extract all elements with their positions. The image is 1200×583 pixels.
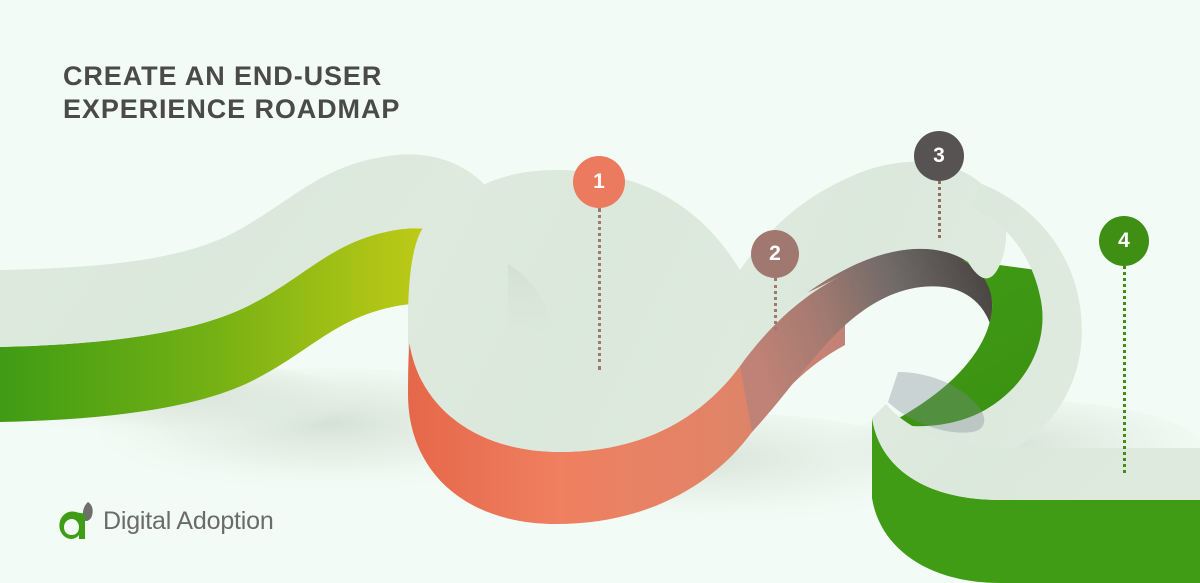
- ribbon-top-surfaces: [0, 154, 1200, 500]
- brand-logo-text: Digital Adoption: [103, 506, 274, 535]
- roadmap-marker-1[interactable]: 1: [573, 156, 625, 370]
- title-line-2: EXPERIENCE ROADMAP: [63, 94, 401, 124]
- marker-2-drop-line: [774, 278, 777, 330]
- wall-segment-mauve-gray: [740, 248, 992, 432]
- marker-4-number: 4: [1118, 229, 1130, 252]
- marker-1-drop-line: [598, 208, 601, 370]
- marker-2-number: 2: [769, 242, 781, 265]
- marker-1-number: 1: [593, 170, 605, 193]
- marker-4-drop-line: [1123, 266, 1126, 473]
- marker-1-badge[interactable]: 1: [573, 156, 625, 208]
- wall-segment-orange: [408, 274, 845, 524]
- top-surface-right-loop: [872, 184, 1082, 470]
- top-surface-main-loop: [408, 170, 845, 452]
- title-line-1: CREATE AN END-USER: [63, 61, 383, 91]
- top-surface-inner-shade-right: [888, 372, 985, 433]
- brand-logo: Digital Adoption: [58, 498, 274, 544]
- marker-3-drop-line: [938, 181, 941, 238]
- wall-segment-left-green-yellow: [0, 228, 455, 422]
- roadmap-marker-4[interactable]: 4: [1099, 216, 1149, 473]
- digital-adoption-logo-a-mark-icon: [59, 502, 93, 539]
- ribbon-side-walls: [0, 228, 1200, 583]
- page-title: CREATE AN END-USER EXPERIENCE ROADMAP: [63, 60, 400, 126]
- wall-segment-bottom-green: [872, 418, 1200, 583]
- roadmap-marker-3[interactable]: 3: [914, 131, 964, 238]
- top-surface-inner-shade-left: [508, 264, 552, 363]
- roadmap-marker-2[interactable]: 2: [751, 230, 799, 330]
- top-surface-left-arm: [0, 154, 492, 347]
- marker-3-number: 3: [933, 144, 945, 167]
- marker-4-badge[interactable]: 4: [1099, 216, 1149, 266]
- marker-2-badge[interactable]: 2: [751, 230, 799, 278]
- marker-3-badge[interactable]: 3: [914, 131, 964, 181]
- top-surface-bottom-strip: [872, 404, 1200, 500]
